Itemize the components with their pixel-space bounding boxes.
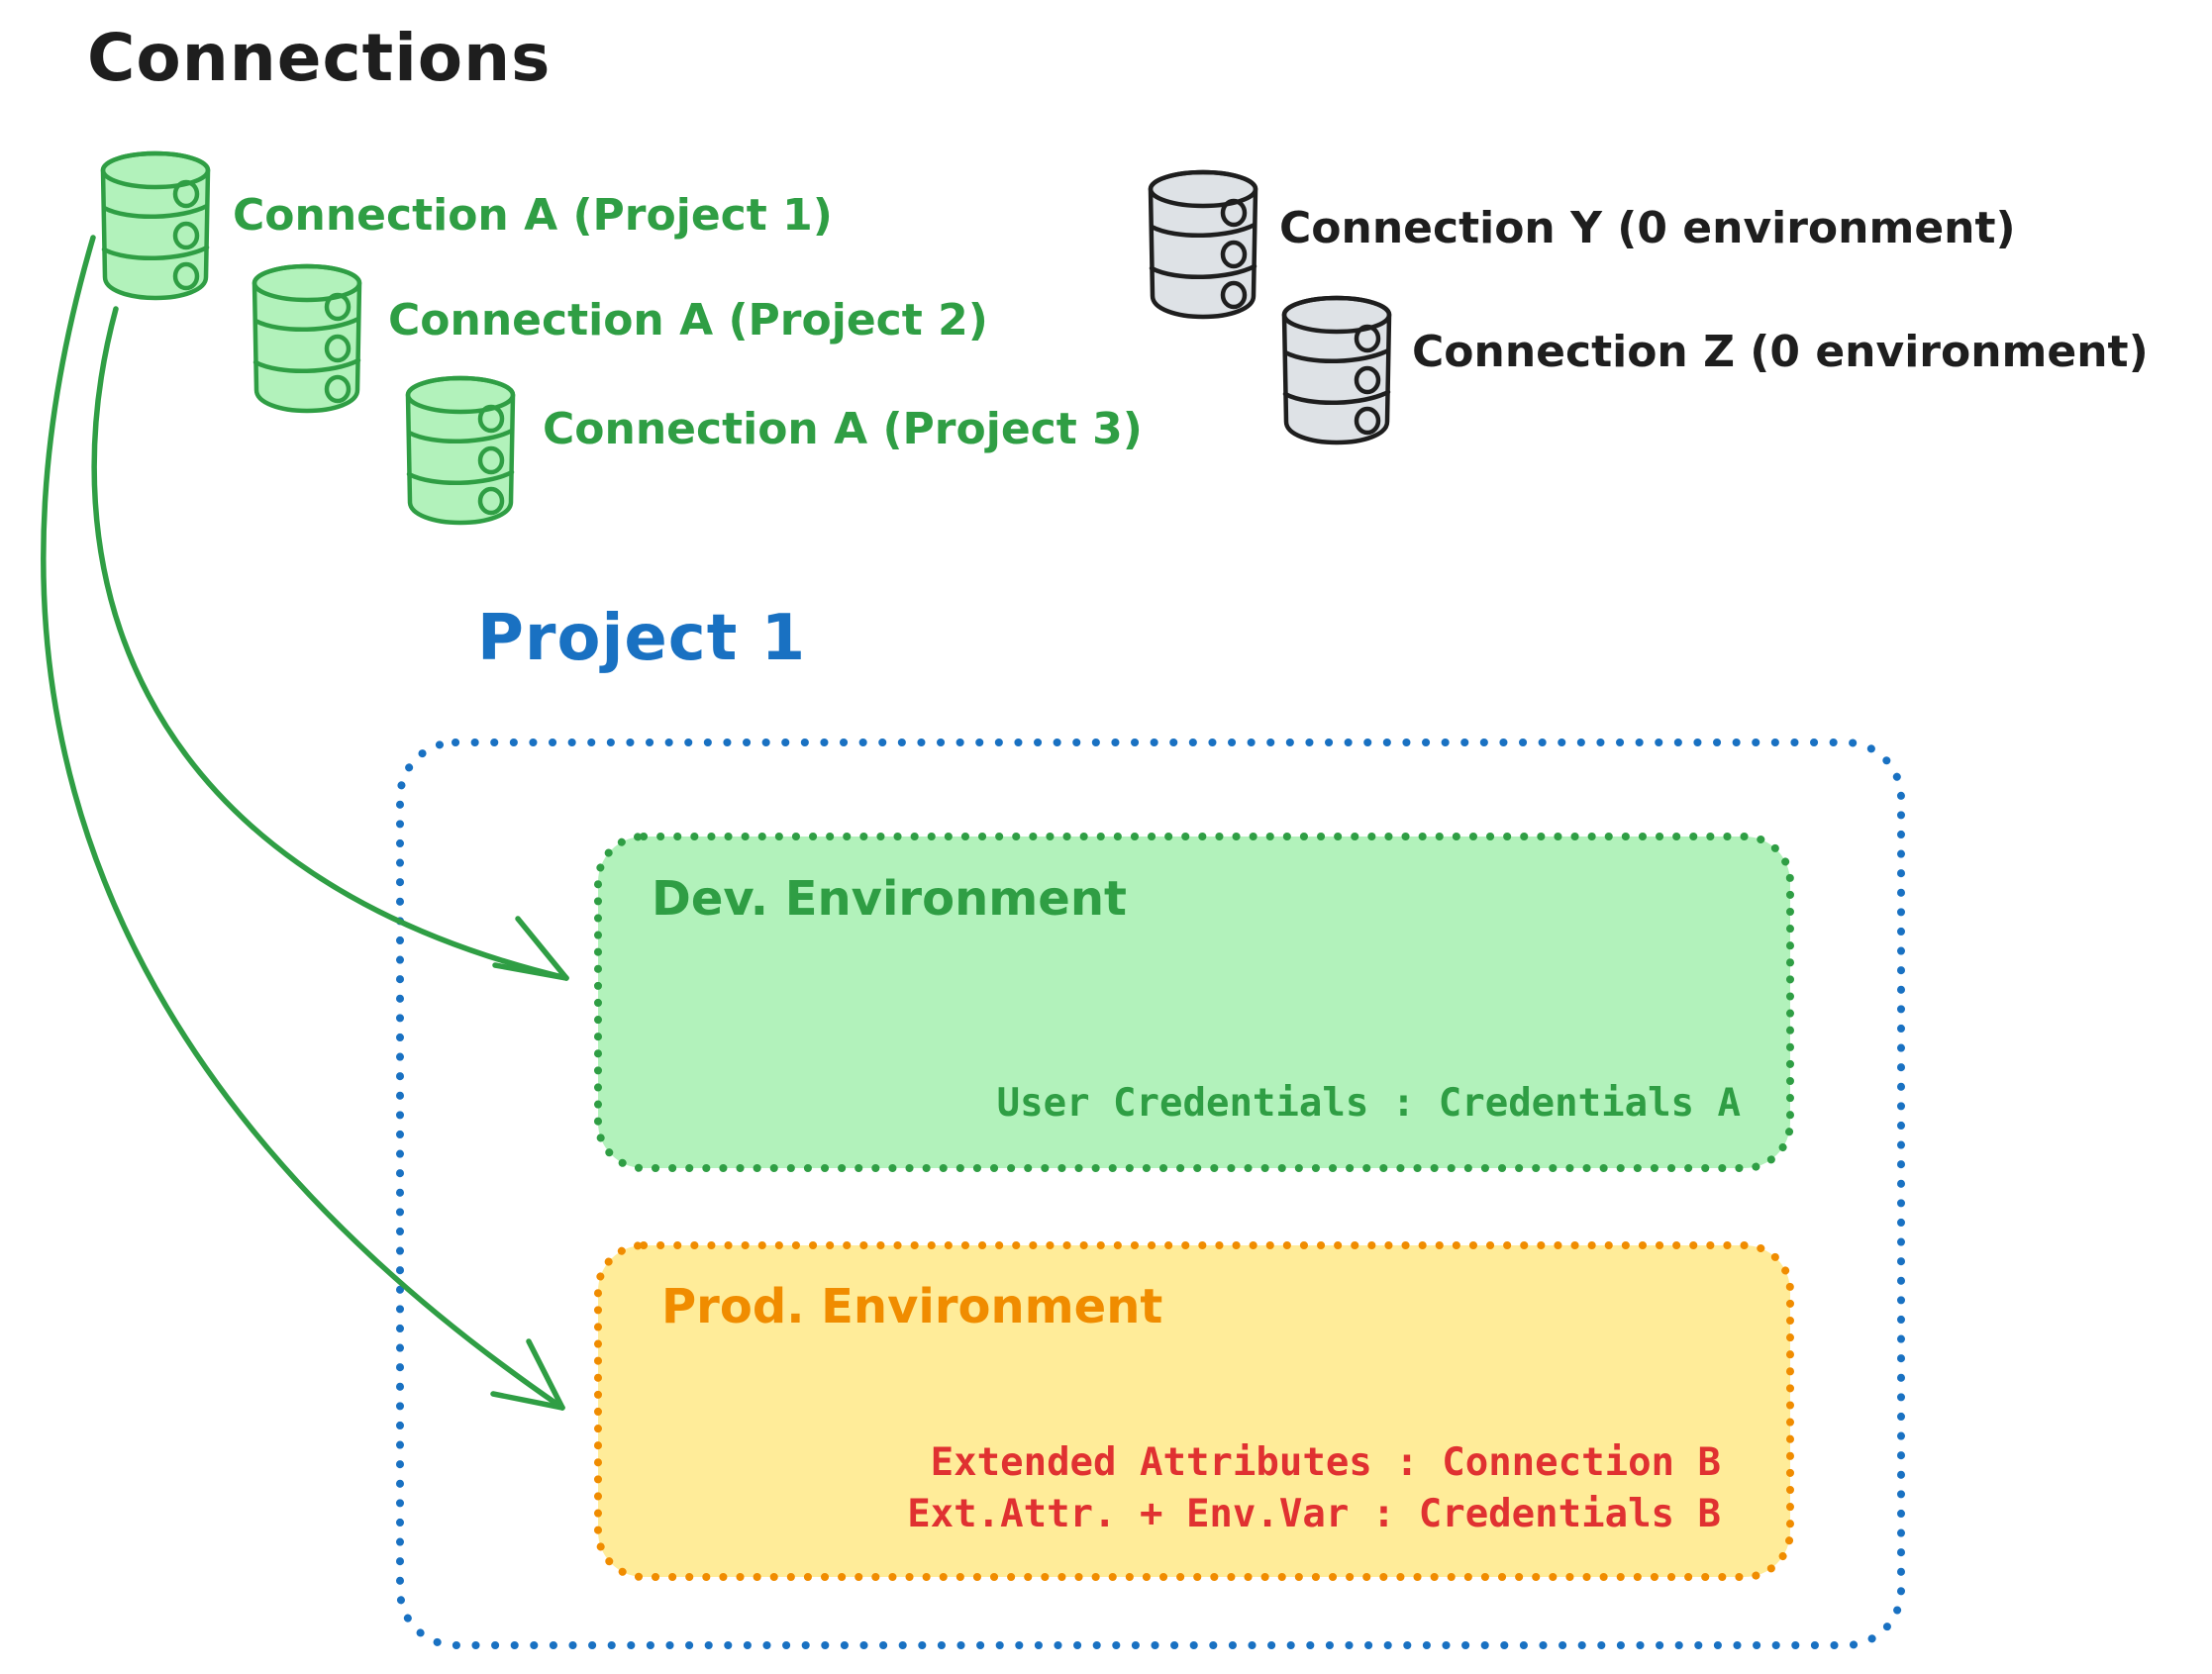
arrow-to-prod-environment (41, 235, 565, 1411)
connection-a-project-2-label: Connection A (Project 2) (388, 295, 988, 345)
prod-environment-box (594, 1241, 1794, 1581)
arrow-to-dev-environment (91, 306, 569, 981)
prod-environment-title: Prod. Environment (661, 1279, 1163, 1334)
dev-environment-title: Dev. Environment (652, 871, 1127, 927)
page-title: Connections (87, 20, 552, 96)
prod-mapping-line-2: Ext.Attr. + Env.Var : Credentials B (907, 1492, 1721, 1536)
database-icon-connection-z (1284, 298, 1389, 443)
project-1-container-box (396, 739, 1905, 1649)
connection-a-project-1-label: Connection A (Project 1) (233, 190, 833, 241)
database-icon-connection-a-project-3 (408, 378, 513, 523)
dev-environment-box (594, 833, 1794, 1172)
connection-a-project-3-label: Connection A (Project 3) (543, 404, 1143, 454)
dev-credentials-mapping: User Credentials : Credentials A (996, 1081, 1741, 1126)
database-icon-connection-a-project-2 (254, 266, 359, 411)
database-icon-connection-y (1151, 172, 1256, 317)
project-title: Project 1 (477, 602, 807, 675)
prod-mapping-line-1: Extended Attributes : Connection B (930, 1440, 1721, 1485)
database-icon-connection-a-project-1 (103, 153, 208, 298)
connection-y-label: Connection Y (0 environment) (1279, 203, 2016, 253)
connection-z-label: Connection Z (0 environment) (1412, 327, 2149, 377)
